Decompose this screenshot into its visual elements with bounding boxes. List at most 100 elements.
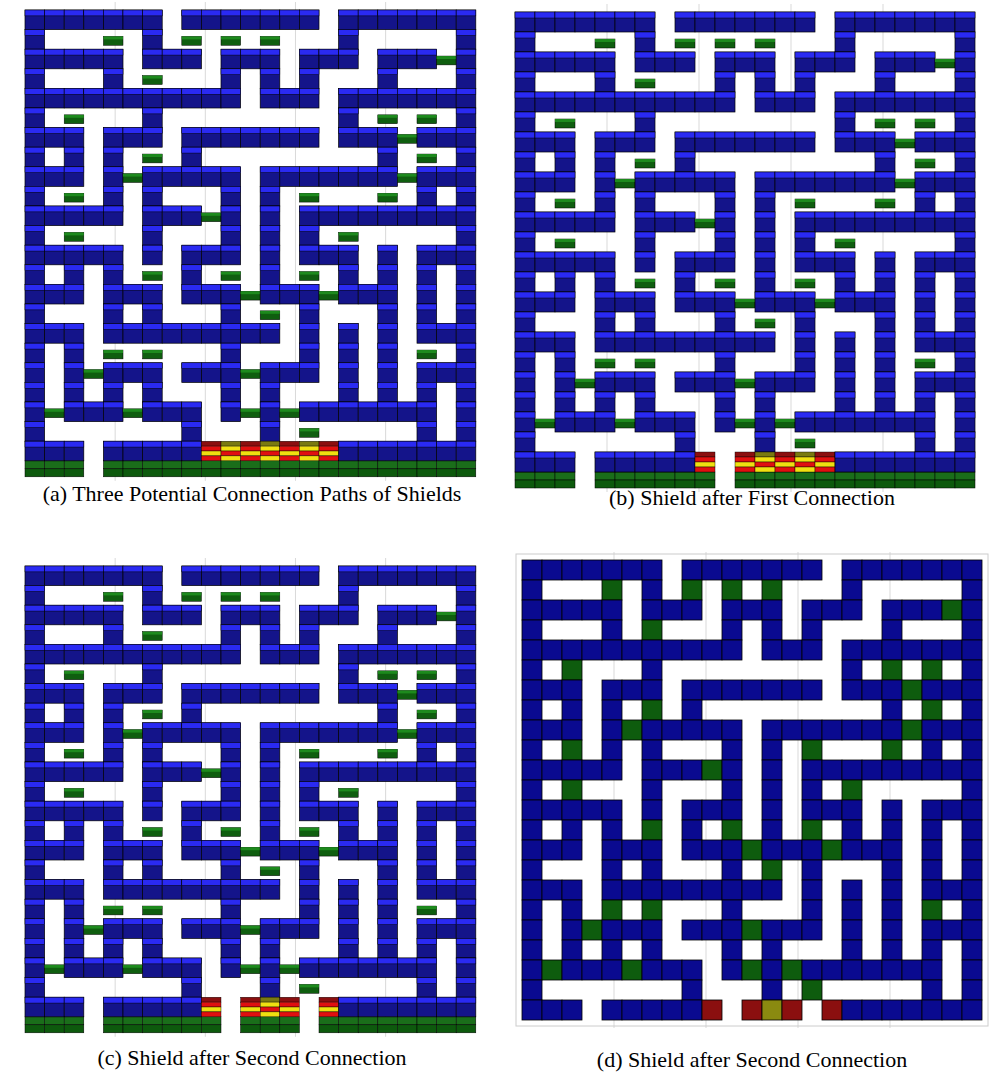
- cube-top: [64, 245, 84, 251]
- cube-top: [417, 441, 437, 447]
- maze-cell: [855, 12, 875, 32]
- maze-cell: [221, 363, 241, 383]
- maze-cell: [417, 167, 437, 187]
- maze-cell: [915, 159, 935, 168]
- cube-top: [143, 88, 163, 94]
- maze-cell: [835, 112, 855, 132]
- cube-top: [635, 212, 655, 218]
- cube-top: [456, 382, 476, 388]
- cube-top: [358, 206, 378, 212]
- cube-top: [182, 88, 202, 94]
- cube-top: [221, 284, 241, 290]
- maze-cell: [221, 324, 241, 344]
- maze-cell: [397, 10, 417, 30]
- cube-top: [755, 272, 775, 278]
- maze-cell: [635, 392, 655, 412]
- maze-cell: [280, 363, 300, 383]
- cube-top: [378, 441, 398, 447]
- cube-top: [103, 402, 123, 408]
- maze-cell: [515, 132, 535, 152]
- cube-top: [64, 284, 84, 290]
- cube-top: [915, 252, 935, 258]
- base-layer: [221, 461, 241, 469]
- green-top: [635, 159, 655, 162]
- cube-top: [675, 332, 695, 338]
- green-top: [84, 370, 104, 373]
- maze-cell: [299, 69, 319, 89]
- maze-cell: [456, 245, 476, 265]
- base-layer: [280, 469, 300, 477]
- shield-layer: [241, 441, 261, 446]
- maze-cell: [437, 206, 457, 226]
- cube-top: [64, 49, 84, 55]
- maze-cell: [955, 292, 975, 312]
- maze-cell: [64, 147, 84, 167]
- cube-top: [103, 10, 123, 16]
- cube-top: [103, 382, 123, 388]
- cube-top: [260, 226, 280, 232]
- maze-cell: [755, 372, 775, 392]
- maze-cell: [855, 132, 875, 152]
- maze-cell: [795, 372, 815, 392]
- base-layer: [655, 472, 675, 480]
- cube-top: [241, 128, 261, 134]
- maze-cell: [735, 379, 755, 388]
- cube-top: [378, 69, 398, 75]
- cube-top: [955, 212, 975, 218]
- maze-cell: [143, 30, 163, 50]
- cube-top: [299, 128, 319, 134]
- maze-cell: [515, 412, 535, 432]
- cube-top: [221, 206, 241, 212]
- cube-top: [417, 186, 437, 192]
- cube-top: [260, 382, 280, 388]
- maze-cell: [103, 350, 123, 359]
- maze-cell: [635, 79, 655, 88]
- cube-top: [515, 92, 535, 98]
- green-top: [182, 36, 202, 39]
- maze-cell: [25, 167, 45, 187]
- maze-cell: [456, 186, 476, 206]
- maze-cell: [182, 10, 202, 30]
- cube-top: [25, 343, 45, 349]
- cube-top: [915, 92, 935, 98]
- maze-cell: [575, 12, 595, 32]
- cube-top: [437, 324, 457, 330]
- maze-cell: [84, 370, 104, 379]
- cube-top: [299, 363, 319, 369]
- cube-top: [755, 52, 775, 58]
- cube-top: [319, 402, 339, 408]
- cube-top: [695, 132, 715, 138]
- maze-cell: [397, 49, 417, 69]
- cube-top: [378, 147, 398, 153]
- maze-cell: [895, 139, 915, 148]
- maze-cell: [64, 343, 84, 363]
- cube-top: [915, 132, 935, 138]
- maze-cell: [795, 352, 815, 372]
- maze-cell: [555, 252, 575, 272]
- cube-top: [64, 441, 84, 447]
- maze-panel: [25, 2, 476, 481]
- cube-top: [655, 212, 675, 218]
- maze-cell: [755, 132, 775, 152]
- shield-layer: [221, 451, 241, 456]
- maze-cell: [280, 128, 300, 148]
- cube-top: [143, 10, 163, 16]
- maze-cell: [25, 128, 45, 148]
- maze-cell: [162, 88, 182, 108]
- maze-cell: [143, 167, 163, 187]
- maze-cell: [25, 186, 45, 206]
- shield-layer: [221, 456, 241, 461]
- maze-cell: [615, 332, 635, 352]
- maze-cell: [221, 284, 241, 304]
- cube-top: [735, 332, 755, 338]
- cube-top: [855, 12, 875, 18]
- cube-top: [64, 128, 84, 134]
- cube-top: [795, 352, 815, 358]
- maze-cell: [182, 206, 202, 226]
- cube-top: [675, 52, 695, 58]
- maze-cell: [895, 212, 915, 232]
- green-top: [555, 239, 575, 242]
- maze-cell: [835, 239, 855, 248]
- base-layer: [319, 469, 339, 477]
